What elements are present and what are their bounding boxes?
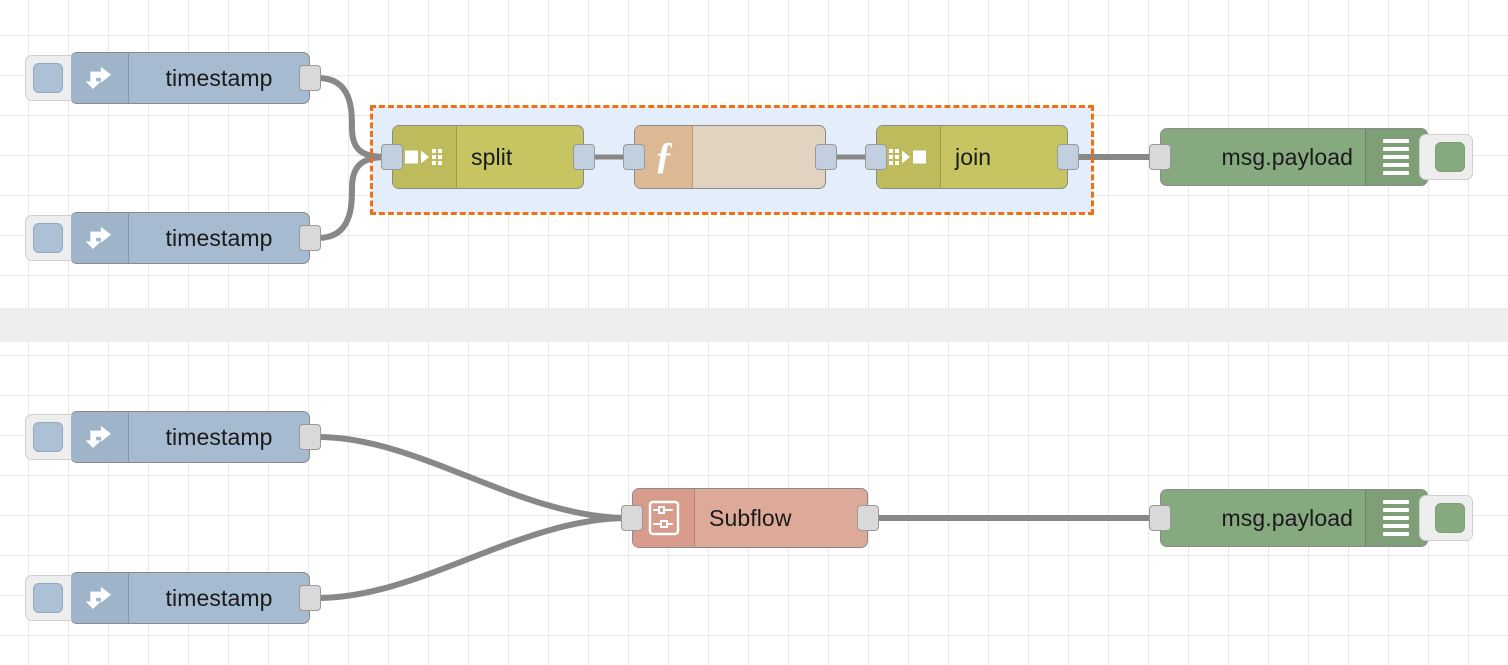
node-inject-1[interactable]: timestamp: [25, 52, 321, 104]
debug-stack-icon: [1365, 490, 1427, 546]
inject-2-output-port[interactable]: [299, 225, 321, 251]
subflow-icon: [633, 489, 695, 547]
debug-2-input-port[interactable]: [1149, 505, 1171, 531]
subflow-input-port[interactable]: [621, 505, 643, 531]
debug-toggle-knob: [1435, 142, 1465, 172]
node-function-label: [693, 126, 825, 188]
node-debug-2[interactable]: msg.payload: [1149, 489, 1473, 547]
node-inject-2-label: timestamp: [165, 224, 273, 251]
function-output-port[interactable]: [815, 144, 837, 170]
debug-toggle-button[interactable]: [1419, 495, 1473, 541]
node-join[interactable]: join: [865, 125, 1079, 189]
node-inject-4-label: timestamp: [165, 584, 273, 611]
join-input-port[interactable]: [865, 144, 887, 170]
subflow-output-port[interactable]: [857, 505, 879, 531]
inject-trigger-knob: [33, 63, 63, 93]
inject-arrow-icon: [71, 213, 129, 263]
function-input-port[interactable]: [623, 144, 645, 170]
inject-arrow-icon: [71, 412, 129, 462]
debug-stack-bars: [1383, 500, 1409, 536]
node-debug-2-label: msg.payload: [1221, 504, 1353, 531]
debug-toggle-button[interactable]: [1419, 134, 1473, 180]
node-split-label: split: [471, 143, 513, 170]
selection-outline[interactable]: [370, 105, 1094, 215]
inject-3-output-port[interactable]: [299, 424, 321, 450]
node-inject-1-label: timestamp: [165, 64, 273, 91]
inject-trigger-knob: [33, 223, 63, 253]
inject-trigger-button[interactable]: [25, 575, 79, 621]
node-function[interactable]: ƒ: [623, 125, 837, 189]
debug-stack-bars: [1383, 139, 1409, 175]
debug-stack-icon: [1365, 129, 1427, 185]
node-subflow[interactable]: Subflow: [621, 488, 879, 548]
inject-arrow-icon: [71, 573, 129, 623]
inject-1-output-port[interactable]: [299, 65, 321, 91]
split-icon: [393, 126, 457, 188]
inject-trigger-button[interactable]: [25, 414, 79, 460]
debug-toggle-knob: [1435, 503, 1465, 533]
inject-4-output-port[interactable]: [299, 585, 321, 611]
split-input-port[interactable]: [381, 144, 403, 170]
node-inject-4[interactable]: timestamp: [25, 572, 321, 624]
node-split[interactable]: split: [381, 125, 595, 189]
node-debug-1-label: msg.payload: [1221, 143, 1353, 170]
node-inject-3-label: timestamp: [165, 423, 273, 450]
split-output-port[interactable]: [573, 144, 595, 170]
join-icon: [877, 126, 941, 188]
wire-inject3-subflow: [315, 434, 631, 521]
flow-separator-band: [0, 308, 1508, 342]
inject-trigger-button[interactable]: [25, 55, 79, 101]
node-inject-2[interactable]: timestamp: [25, 212, 321, 264]
node-join-label: join: [955, 143, 992, 170]
node-debug-1[interactable]: msg.payload: [1149, 128, 1473, 186]
node-inject-3[interactable]: timestamp: [25, 411, 321, 463]
inject-arrow-icon: [71, 53, 129, 103]
debug-1-input-port[interactable]: [1149, 144, 1171, 170]
join-output-port[interactable]: [1057, 144, 1079, 170]
inject-trigger-knob: [33, 583, 63, 613]
node-subflow-label: Subflow: [709, 504, 792, 531]
inject-trigger-knob: [33, 422, 63, 452]
wire-inject4-subflow: [315, 515, 631, 601]
